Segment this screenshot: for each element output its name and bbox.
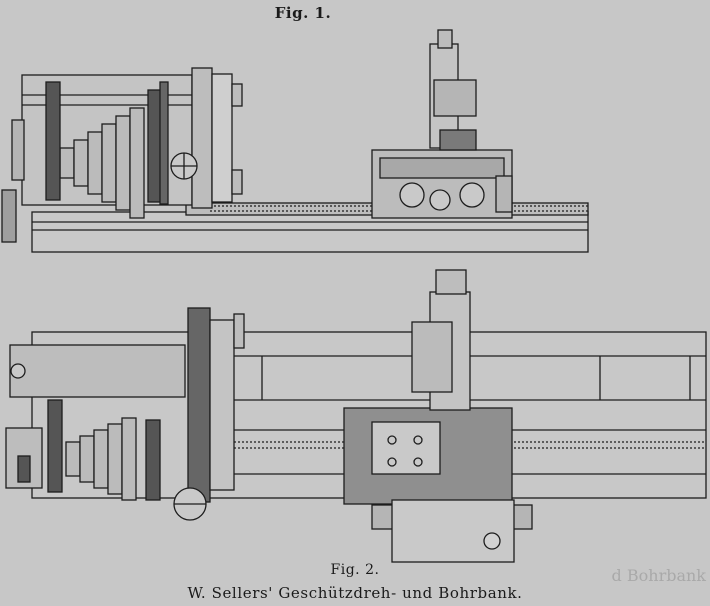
figure-caption-title: W. Sellers' Geschützdreh- und Bohrbank. bbox=[187, 584, 523, 602]
bleed-through-text: d Bohrbank bbox=[611, 566, 706, 585]
figure-2-label: Fig. 2. bbox=[330, 562, 380, 578]
figure-1-label: Fig. 1. bbox=[274, 4, 332, 22]
